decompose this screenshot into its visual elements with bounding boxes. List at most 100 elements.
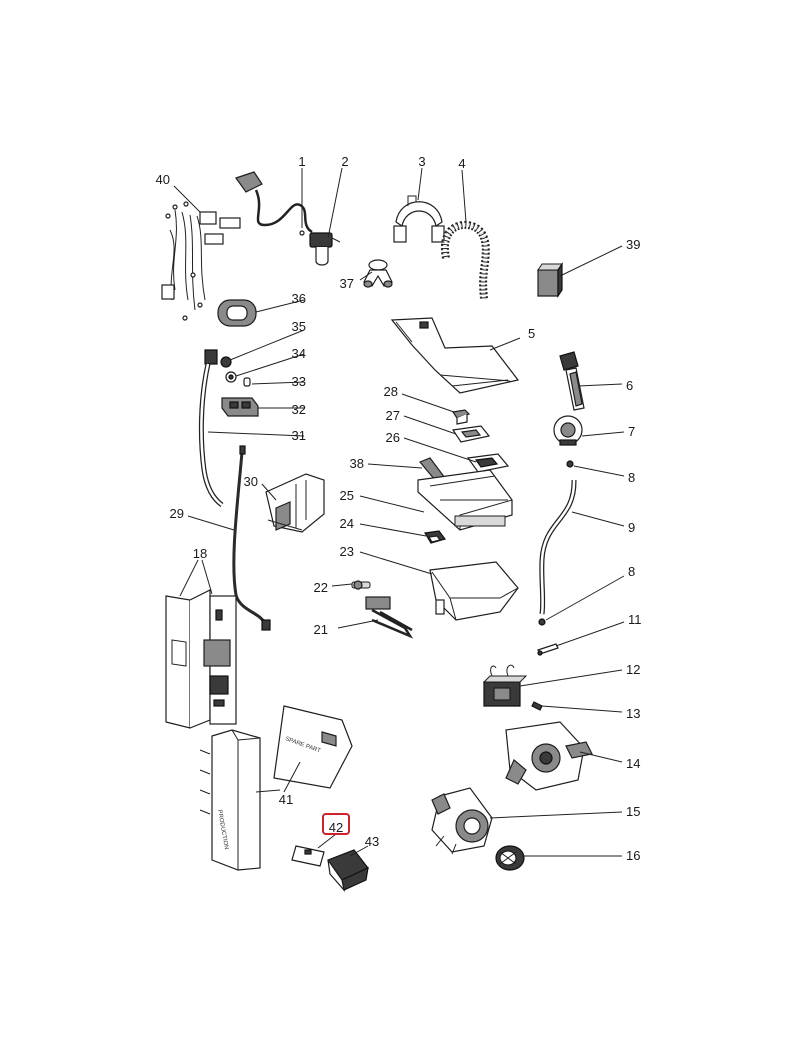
part-label-34: 34 [292, 346, 306, 361]
leader-line-5 [489, 337, 521, 351]
part-label-14: 14 [626, 756, 640, 771]
part-3-hose-holder [393, 195, 445, 243]
leader-line-8 [545, 575, 625, 621]
leader-line-33 [251, 381, 305, 385]
part-14-drain-pump [505, 721, 593, 791]
part-label-9: 9 [628, 520, 635, 535]
part-41-packaging-box: PRODUCTION SPARE PART [199, 705, 353, 871]
leader-line-18-secondary [201, 559, 213, 595]
part-42-label [291, 845, 325, 867]
part-27-siphon-insert [451, 425, 491, 443]
part-label-27: 27 [386, 408, 400, 423]
leader-line-40 [173, 185, 201, 213]
part-8-clamp-top [566, 460, 574, 468]
part-label-13: 13 [626, 706, 640, 721]
part-7-pressure-switch [553, 415, 583, 446]
part-25-dispenser-drawer [417, 469, 513, 531]
part-label-32: 32 [292, 402, 306, 417]
leader-line-38 [367, 463, 423, 469]
part-label-39: 39 [626, 237, 640, 252]
leader-line-23 [359, 551, 433, 575]
leader-line-27 [403, 415, 457, 435]
part-label-33: 33 [292, 374, 306, 389]
part-label-31: 31 [292, 428, 306, 443]
leader-line-14 [579, 751, 623, 763]
part-label-5: 5 [528, 326, 535, 341]
part-label-24: 24 [340, 516, 354, 531]
leader-line-3 [417, 167, 423, 201]
leader-line-29 [187, 515, 235, 531]
leader-line-4 [461, 169, 467, 223]
part-label-26: 26 [386, 430, 400, 445]
part-label-12: 12 [626, 662, 640, 677]
part-11-connector [537, 643, 559, 656]
leader-line-15 [489, 811, 623, 819]
leader-line-31 [207, 431, 305, 437]
part-label-30: 30 [244, 474, 258, 489]
leader-line-26 [403, 437, 477, 463]
part-label-42: 42 [329, 820, 343, 835]
leader-line-9 [571, 511, 625, 527]
part-30-door-lock [265, 473, 325, 533]
part-6-bracket [559, 351, 585, 411]
part-label-1: 1 [298, 154, 305, 169]
part-label-36: 36 [292, 291, 306, 306]
part-21-heating-element [365, 596, 414, 639]
part-22-ntc-sensor [351, 580, 371, 590]
leader-line-43 [349, 845, 369, 857]
part-12-pump-coil [482, 664, 528, 707]
part-5-upper-panel [390, 317, 520, 394]
part-31-pressure-hose [198, 349, 224, 508]
leader-line-13 [541, 705, 623, 713]
leader-line-7 [581, 431, 625, 437]
part-26-softener-cup [466, 453, 510, 473]
part-36-gasket [217, 299, 257, 327]
leader-line-34 [235, 353, 305, 377]
part-18-electronic-module [165, 589, 237, 729]
part-33-plug [243, 377, 251, 387]
part-label-3: 3 [418, 154, 425, 169]
part-39-filter-block [537, 262, 563, 298]
part-label-15: 15 [626, 804, 640, 819]
leader-line-41-secondary [283, 761, 301, 793]
part-15-pump-housing [431, 787, 493, 855]
part-label-4: 4 [458, 156, 465, 171]
part-label-38: 38 [350, 456, 364, 471]
leader-line-22 [331, 583, 353, 587]
part-16-pump-filter [495, 845, 525, 871]
leader-line-36 [255, 299, 305, 313]
part-28-dispenser-cap [451, 409, 471, 425]
part-label-29: 29 [170, 506, 184, 521]
leader-line-24 [359, 523, 427, 537]
part-23-dispenser-housing [429, 561, 519, 621]
leader-line-6 [577, 383, 623, 387]
leader-line-39 [559, 245, 623, 277]
leader-line-12 [519, 669, 623, 687]
part-32-pressure-switch [221, 397, 259, 417]
part-34-ring [225, 371, 237, 383]
part-label-22: 22 [314, 580, 328, 595]
part-label-6: 6 [626, 378, 633, 393]
part-label-21: 21 [314, 622, 328, 637]
leader-line-2 [327, 167, 343, 239]
part-43-filter-cartridge [327, 849, 369, 893]
leader-line-42 [317, 833, 337, 849]
leader-line-21 [337, 619, 379, 629]
leader-line-37 [359, 271, 373, 281]
leader-line-11 [555, 621, 625, 647]
part-label-8: 8 [628, 470, 635, 485]
part-13-screw [531, 701, 543, 711]
part-1-mains-cable [235, 171, 313, 236]
part-8-clamp-bottom [538, 618, 546, 626]
part-40-wiring-harness [161, 201, 241, 321]
leader-lines [173, 167, 625, 857]
part-label-41: 41 [279, 792, 293, 807]
part-label-40: 40 [156, 172, 170, 187]
part-label-37: 37 [340, 276, 354, 291]
part-label-43: 43 [365, 834, 379, 849]
part-label-2: 2 [341, 154, 348, 169]
leader-line-25 [359, 495, 425, 513]
